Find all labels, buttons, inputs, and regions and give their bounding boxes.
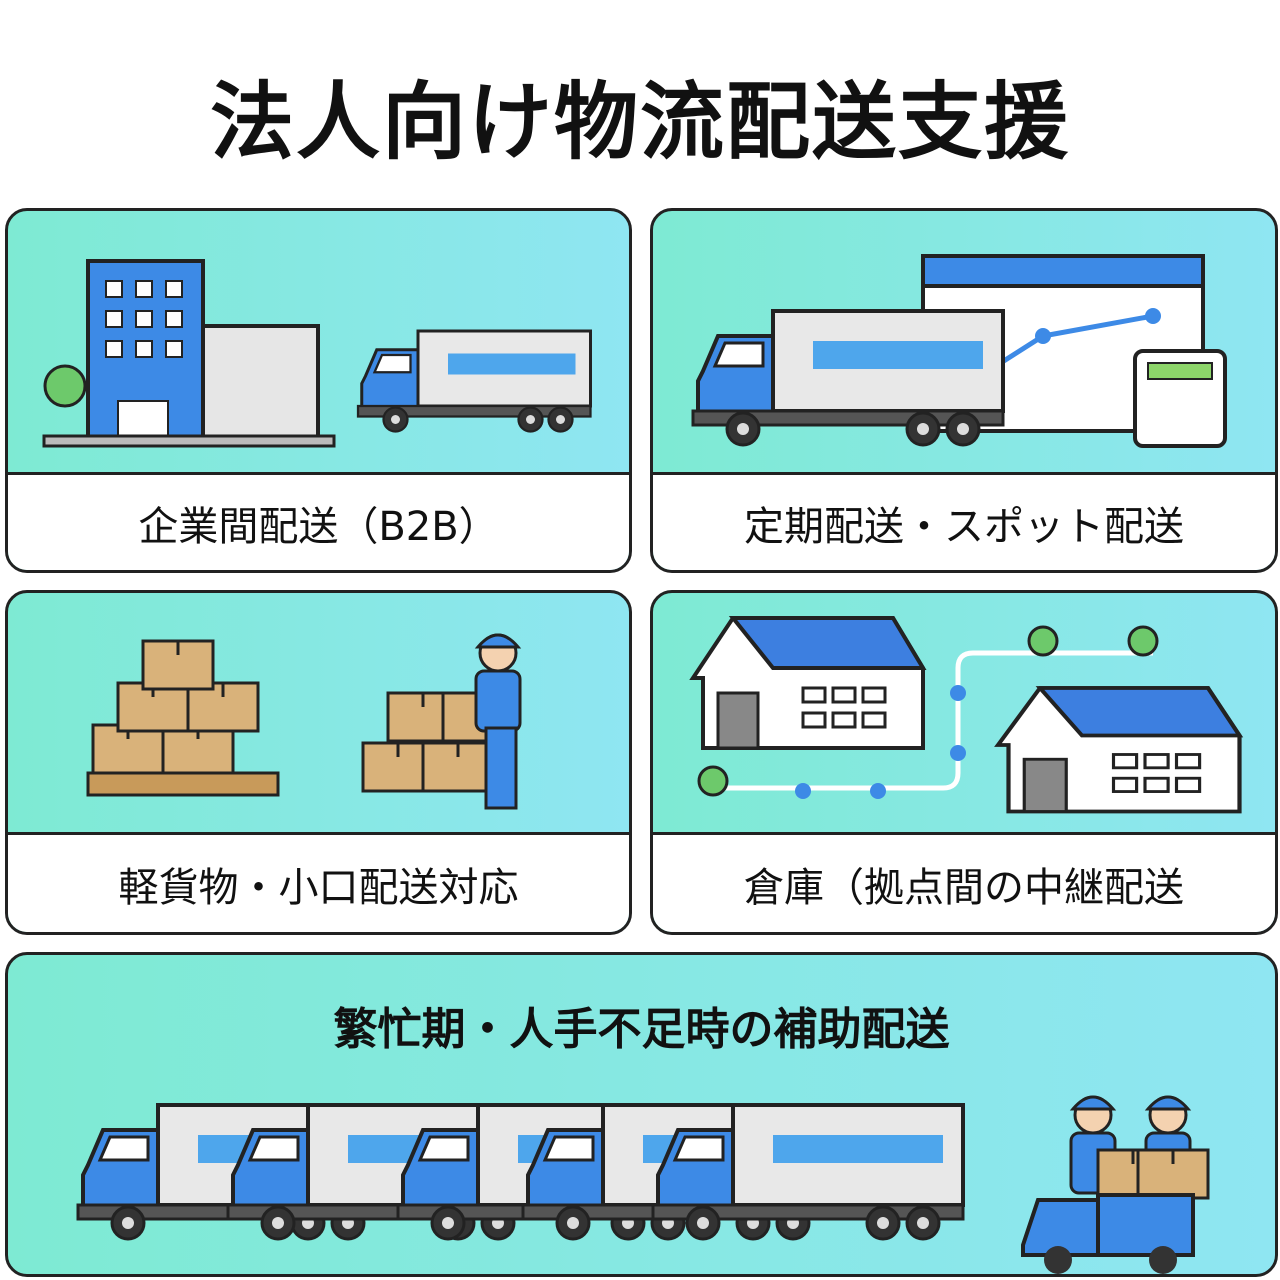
panel-warehouse-relay: 倉庫（拠点間の中継配送 [650, 590, 1278, 935]
panel-label: 定期配送・スポット配送 [653, 472, 1275, 570]
boxes-worker-icon [86, 633, 522, 810]
warehouse-route-icon [691, 616, 1275, 838]
office-building-truck-icon [42, 259, 592, 448]
panel-scheduled-spot-delivery: 定期配送・スポット配送 [650, 208, 1278, 573]
panel-label: 企業間配送（B2B） [8, 472, 629, 570]
panel-label: 倉庫（拠点間の中継配送 [653, 832, 1275, 932]
truck-fleet-workers-icon [76, 1095, 1210, 1274]
panel-label: 軽貨物・小口配送対応 [8, 832, 629, 932]
panel-b2b-delivery: 企業間配送（B2B） [5, 208, 632, 573]
panel-light-cargo-delivery: 軽貨物・小口配送対応 [5, 590, 632, 935]
truck-calendar-icon [691, 254, 1227, 448]
page-title: 法人向け物流配送支援 [209, 73, 1070, 171]
panel-label: 繁忙期・人手不足時の補助配送 [333, 1004, 950, 1055]
panel-peak-support-delivery: 繁忙期・人手不足時の補助配送 [5, 952, 1278, 1277]
